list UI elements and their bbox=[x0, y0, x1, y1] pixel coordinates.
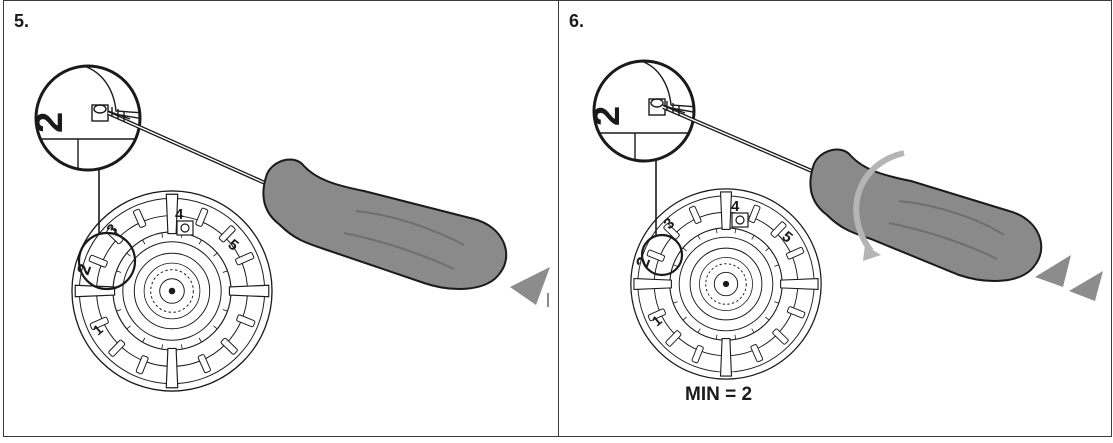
step-5-panel: 5. 1 2 3 4 5 bbox=[3, 0, 559, 437]
dial-label-4: 4 bbox=[175, 206, 184, 223]
burner-knob-icon bbox=[71, 190, 273, 392]
burner-knob-icon bbox=[630, 188, 822, 380]
screwdriver-icon bbox=[107, 107, 508, 290]
screwdriver-icon bbox=[662, 101, 1043, 282]
step-number: 6. bbox=[569, 11, 585, 31]
zoom-detail-circle: 2 bbox=[29, 64, 142, 172]
zoom-label-2: 2 bbox=[29, 112, 71, 133]
min-caption: MIN = 2 bbox=[685, 384, 753, 405]
adjustment-screw-icon bbox=[731, 212, 749, 228]
step-6-panel: 6. 1 2 3 4 5 bbox=[558, 0, 1112, 437]
direction-arrow-icon bbox=[510, 267, 550, 305]
zoom-detail-circle: 2 bbox=[586, 59, 696, 163]
direction-arrow-icon bbox=[1069, 271, 1103, 301]
adjustment-screw-icon bbox=[176, 220, 194, 236]
step-6-illustration: 1 2 3 4 5 2 bbox=[586, 59, 1103, 380]
dial-label-4: 4 bbox=[731, 198, 740, 215]
rotation-arrow-icon bbox=[853, 150, 905, 261]
step-number: 5. bbox=[14, 11, 30, 31]
direction-arrow-icon bbox=[1035, 255, 1071, 287]
zoom-label-2: 2 bbox=[586, 106, 627, 126]
step-5-illustration: 1 2 3 4 5 2 bbox=[29, 64, 550, 392]
